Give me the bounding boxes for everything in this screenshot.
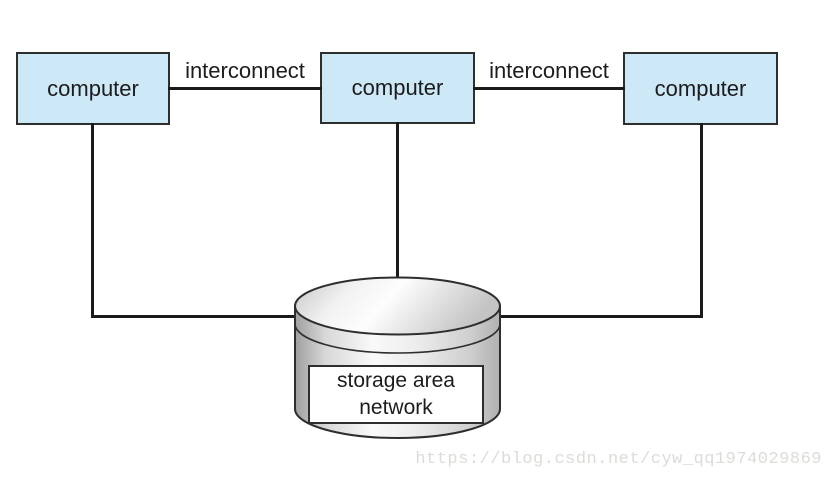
cylinder-top <box>294 276 501 336</box>
connector-middle-to-storage <box>396 122 399 280</box>
computer-node-middle-label: computer <box>351 75 444 100</box>
connector-middle-to-right <box>473 87 625 90</box>
storage-node-label-text: storage area network <box>337 369 455 419</box>
cylinder-rim-line <box>294 323 501 354</box>
watermark-text: https://blog.csdn.net/cyw_qq1974029869 <box>415 450 822 469</box>
connector-left-to-middle <box>168 87 322 90</box>
computer-node-middle: computer <box>320 52 475 124</box>
computer-node-left-label: computer <box>47 75 139 101</box>
computer-node-right-label: computer <box>654 75 747 101</box>
computer-node-right: computer <box>623 52 778 125</box>
storage-node-label: storage area network <box>308 365 484 424</box>
connector-left-computer-down <box>91 123 94 318</box>
interconnect-label-left: interconnect <box>185 58 305 83</box>
interconnect-label-right: interconnect <box>489 58 609 83</box>
computer-node-left: computer <box>16 52 170 125</box>
connector-right-computer-down <box>700 123 703 318</box>
connector-right-to-storage <box>499 315 703 318</box>
connector-left-to-storage <box>91 315 296 318</box>
